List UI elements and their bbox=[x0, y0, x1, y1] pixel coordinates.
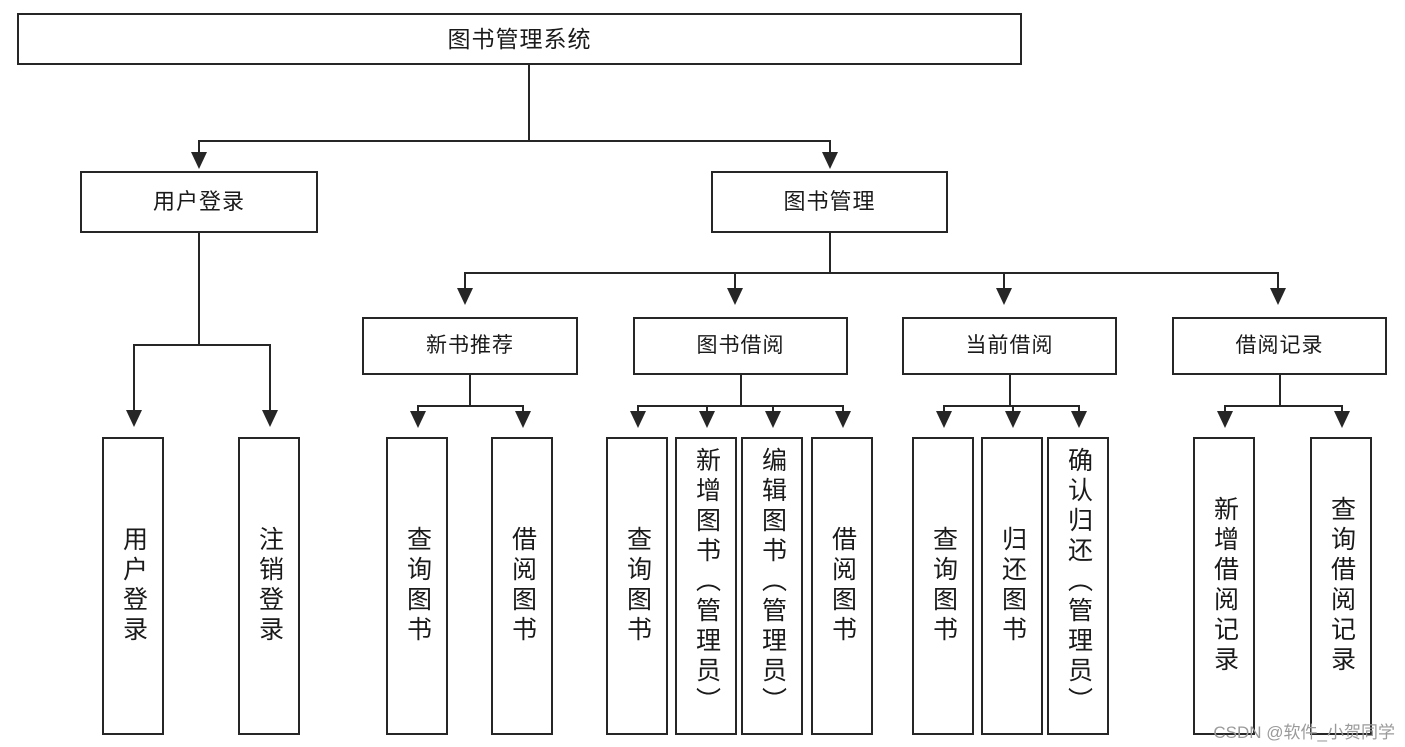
leaf-confirm-return-admin[interactable]: 确认归还（管理员） bbox=[1047, 437, 1109, 735]
node-label: 图书管理系统 bbox=[447, 25, 592, 52]
leaf-add-borrow-record[interactable]: 新增借阅记录 bbox=[1193, 437, 1255, 735]
connector-user-login-to-leaf-1 bbox=[133, 344, 135, 414]
arrow-br-leaf-2 bbox=[1334, 411, 1350, 428]
leaf-query-book-cb[interactable]: 查询图书 bbox=[912, 437, 974, 735]
connector-user-login-stem bbox=[198, 233, 200, 345]
arrow-root-to-user-login bbox=[191, 152, 207, 169]
leaf-add-book-admin[interactable]: 新增图书（管理员） bbox=[675, 437, 737, 735]
arrow-to-borrow-records bbox=[1270, 288, 1286, 305]
arrow-to-book-borrow bbox=[727, 288, 743, 305]
connector-root-stem bbox=[528, 65, 530, 141]
leaf-user-login[interactable]: 用户登录 bbox=[102, 437, 164, 735]
arrow-bb-leaf-3 bbox=[765, 411, 781, 428]
node-label: 图书管理 bbox=[783, 189, 876, 215]
arrow-to-new-book-recommend bbox=[457, 288, 473, 305]
leaf-borrow-book-bb[interactable]: 借阅图书 bbox=[811, 437, 873, 735]
node-label: 新增借阅记录 bbox=[1210, 496, 1239, 676]
arrow-user-login-to-leaf-1 bbox=[126, 410, 142, 427]
connector-to-book-borrow bbox=[734, 272, 736, 292]
node-label: 查询图书 bbox=[403, 526, 432, 646]
node-user-login[interactable]: 用户登录 bbox=[80, 171, 318, 233]
node-new-book-recommend[interactable]: 新书推荐 bbox=[362, 317, 578, 375]
node-label: 注销登录 bbox=[255, 526, 284, 646]
node-label: 查询图书 bbox=[623, 526, 652, 646]
watermark: CSDN @软件_小贺同学 bbox=[1213, 723, 1395, 742]
arrow-root-to-book-management bbox=[822, 152, 838, 169]
node-label: 图书借阅 bbox=[696, 333, 785, 357]
connector-book-borrow-stem bbox=[740, 375, 742, 406]
node-label: 确认归还（管理员） bbox=[1064, 447, 1093, 717]
connector-to-new-book-recommend bbox=[464, 272, 466, 292]
connector-to-current-borrow bbox=[1003, 272, 1005, 292]
arrow-cb-leaf-2 bbox=[1005, 411, 1021, 428]
node-label: 借阅图书 bbox=[828, 526, 857, 646]
connector-root-to-user-login bbox=[198, 140, 200, 156]
connector-level3-bus bbox=[464, 272, 1278, 274]
arrow-bb-leaf-1 bbox=[630, 411, 646, 428]
node-book-borrow[interactable]: 图书借阅 bbox=[633, 317, 848, 375]
arrow-to-current-borrow bbox=[996, 288, 1012, 305]
connector-current-borrow-stem bbox=[1009, 375, 1011, 406]
leaf-borrow-book-nbr[interactable]: 借阅图书 bbox=[491, 437, 553, 735]
connector-new-book-recommend-stem bbox=[469, 375, 471, 406]
leaf-edit-book-admin[interactable]: 编辑图书（管理员） bbox=[741, 437, 803, 735]
node-label: 新增图书（管理员） bbox=[692, 447, 721, 717]
connector-user-login-to-leaf-2 bbox=[269, 344, 271, 414]
node-label: 查询图书 bbox=[929, 526, 958, 646]
arrow-cb-leaf-3 bbox=[1071, 411, 1087, 428]
leaf-return-book[interactable]: 归还图书 bbox=[981, 437, 1043, 735]
arrow-nbr-leaf-2 bbox=[515, 411, 531, 428]
node-label: 新书推荐 bbox=[426, 333, 514, 357]
leaf-query-book-nbr[interactable]: 查询图书 bbox=[386, 437, 448, 735]
connector-user-login-bus bbox=[133, 344, 270, 346]
node-label: 当前借阅 bbox=[965, 333, 1054, 357]
arrow-br-leaf-1 bbox=[1217, 411, 1233, 428]
node-label: 借阅记录 bbox=[1235, 333, 1324, 357]
leaf-query-borrow-record[interactable]: 查询借阅记录 bbox=[1310, 437, 1372, 735]
leaf-query-book-bb[interactable]: 查询图书 bbox=[606, 437, 668, 735]
connector-new-book-recommend-bus bbox=[417, 405, 523, 407]
node-current-borrow[interactable]: 当前借阅 bbox=[902, 317, 1117, 375]
connector-root-to-book-management bbox=[829, 140, 831, 156]
node-label: 借阅图书 bbox=[508, 526, 537, 646]
arrow-bb-leaf-2 bbox=[699, 411, 715, 428]
arrow-bb-leaf-4 bbox=[835, 411, 851, 428]
arrow-nbr-leaf-1 bbox=[410, 411, 426, 428]
connector-borrow-records-bus bbox=[1224, 405, 1342, 407]
node-label: 用户登录 bbox=[152, 189, 245, 215]
leaf-logout[interactable]: 注销登录 bbox=[238, 437, 300, 735]
connector-to-borrow-records bbox=[1277, 272, 1279, 292]
node-label: 归还图书 bbox=[998, 526, 1027, 646]
connector-current-borrow-bus bbox=[943, 405, 1080, 407]
connector-book-borrow-bus bbox=[637, 405, 844, 407]
arrow-cb-leaf-1 bbox=[936, 411, 952, 428]
connector-root-bus bbox=[198, 140, 830, 142]
arrow-user-login-to-leaf-2 bbox=[262, 410, 278, 427]
node-root-book-management-system[interactable]: 图书管理系统 bbox=[17, 13, 1022, 65]
node-label: 用户登录 bbox=[119, 526, 148, 646]
node-book-management[interactable]: 图书管理 bbox=[711, 171, 948, 233]
node-borrow-records[interactable]: 借阅记录 bbox=[1172, 317, 1387, 375]
node-label: 查询借阅记录 bbox=[1327, 496, 1356, 676]
node-label: 编辑图书（管理员） bbox=[758, 447, 787, 717]
connector-book-management-stem bbox=[829, 233, 831, 273]
connector-borrow-records-stem bbox=[1279, 375, 1281, 406]
